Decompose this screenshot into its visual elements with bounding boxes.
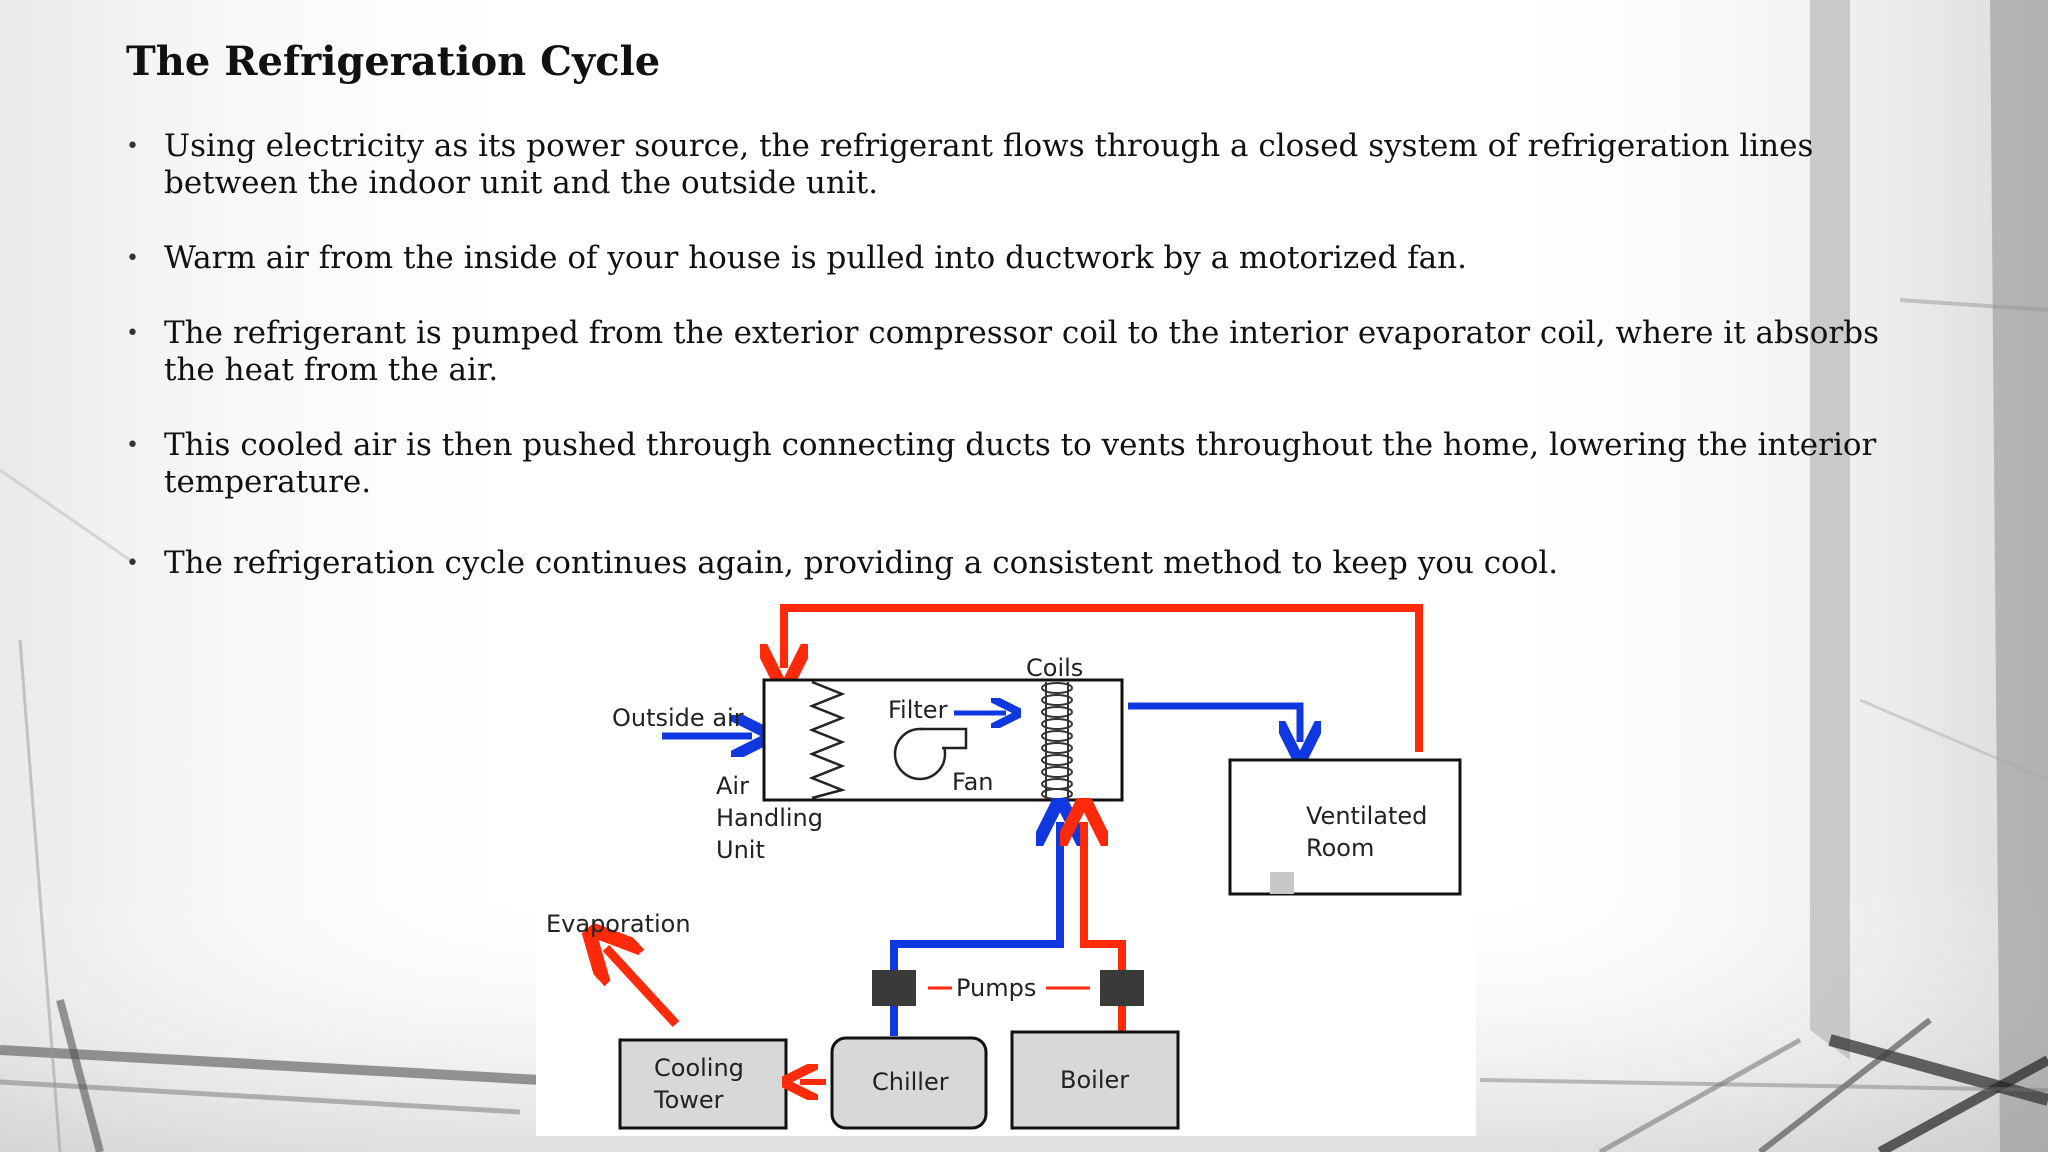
boiler-box [1010, 1030, 1180, 1130]
ahu-label-line1: Air [716, 772, 749, 800]
fan-icon [893, 727, 968, 781]
cooling-tower-box [618, 1038, 788, 1130]
return-air-arrow [784, 604, 1423, 752]
boiler-pump-icon [1100, 970, 1144, 1006]
fan-label: Fan [952, 768, 994, 796]
evaporation-label: Evaporation [546, 910, 691, 938]
evaporation-arrow [606, 948, 680, 1028]
bullet-item: Warm air from the inside of your house i… [126, 240, 1926, 277]
chiller-box [830, 1036, 988, 1130]
supply-air-arrow [1128, 702, 1300, 742]
ahu-label-line3: Unit [716, 836, 765, 864]
pumps-label: Pumps [956, 974, 1036, 1002]
bullet-item: This cooled air is then pushed through c… [126, 427, 1926, 501]
coils-label: Coils [1026, 654, 1083, 682]
chiller-pump-icon [872, 970, 916, 1006]
bullet-item: Using electricity as its power source, t… [126, 128, 1926, 202]
bullet-item: The refrigerant is pumped from the exter… [126, 315, 1926, 389]
ventilated-room-box [1228, 758, 1462, 896]
cooling-tower-label-line1: Cooling [654, 1054, 744, 1082]
room-vent-icon [1270, 872, 1294, 894]
chiller-label: Chiller [872, 1068, 949, 1096]
boiler-label: Boiler [1060, 1066, 1129, 1094]
bullet-list: Using electricity as its power source, t… [126, 128, 1926, 620]
hot-water-pipe [1084, 822, 1126, 970]
cooling-tower-label-line2: Tower [653, 1086, 724, 1114]
refrigeration-diagram: Outside air Filter Coils Fan Air Handlin… [536, 588, 1476, 1136]
room-label-line2: Room [1306, 834, 1374, 862]
ahu-label-line2: Handling [716, 804, 823, 832]
filter-label: Filter [888, 696, 948, 724]
outside-air-label: Outside air [612, 704, 744, 732]
room-label-line1: Ventilated [1306, 802, 1427, 830]
slide-title: The Refrigeration Cycle [126, 38, 661, 85]
bullet-item: The refrigeration cycle continues again,… [126, 545, 1926, 582]
filter-icon [808, 680, 846, 800]
